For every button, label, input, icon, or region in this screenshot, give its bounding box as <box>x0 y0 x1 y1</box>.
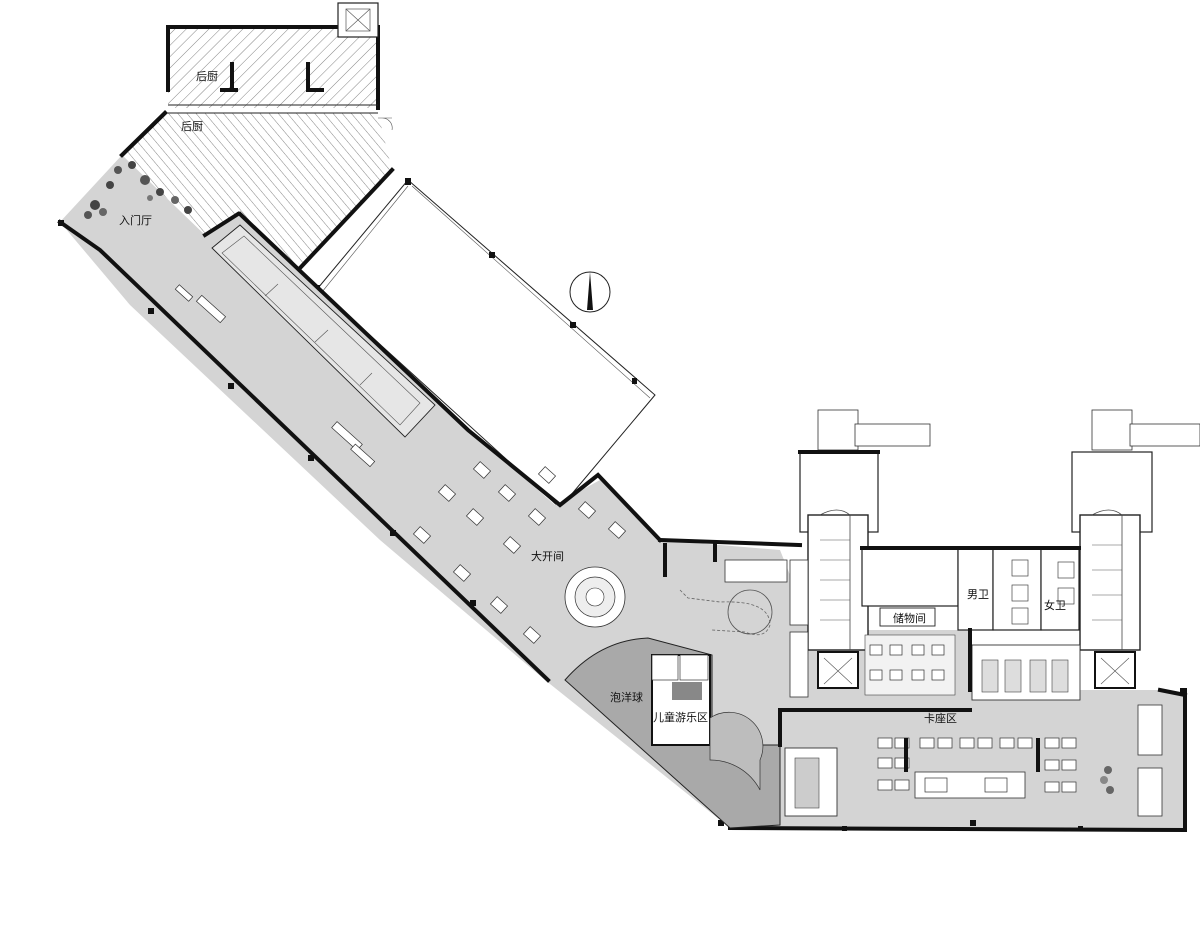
label-back-kitchen-lower: 后厨 <box>181 120 203 133</box>
label-mens-wc: 男卫 <box>967 588 989 601</box>
north-arrow-icon <box>569 271 611 313</box>
label-ball-pool: 泡洋球 <box>610 690 643 704</box>
plant-cluster-icon <box>84 161 192 219</box>
structural-columns <box>58 220 1186 831</box>
corridor-tables <box>174 284 376 468</box>
label-back-kitchen-upper: 后厨 <box>196 70 218 83</box>
back-kitchen-upper <box>166 2 380 110</box>
inner-walls-right <box>657 537 1188 772</box>
label-booth-area: 卡座区 <box>924 711 957 725</box>
label-main-hall: 大开间 <box>531 549 564 563</box>
label-entrance-hall: 入门厅 <box>119 213 152 227</box>
right-service-block <box>798 409 1200 689</box>
label-womens-wc: 女卫 <box>1044 598 1066 612</box>
label-storage: 储物间 <box>893 611 926 625</box>
dining-tables <box>412 461 627 644</box>
bar-counter <box>211 224 436 438</box>
floor-curve-outline <box>679 589 773 636</box>
kids-play-area <box>564 637 781 829</box>
booth-furniture <box>724 559 1163 817</box>
label-kids-play: 儿童游乐区 <box>653 710 708 724</box>
round-table <box>564 566 626 628</box>
